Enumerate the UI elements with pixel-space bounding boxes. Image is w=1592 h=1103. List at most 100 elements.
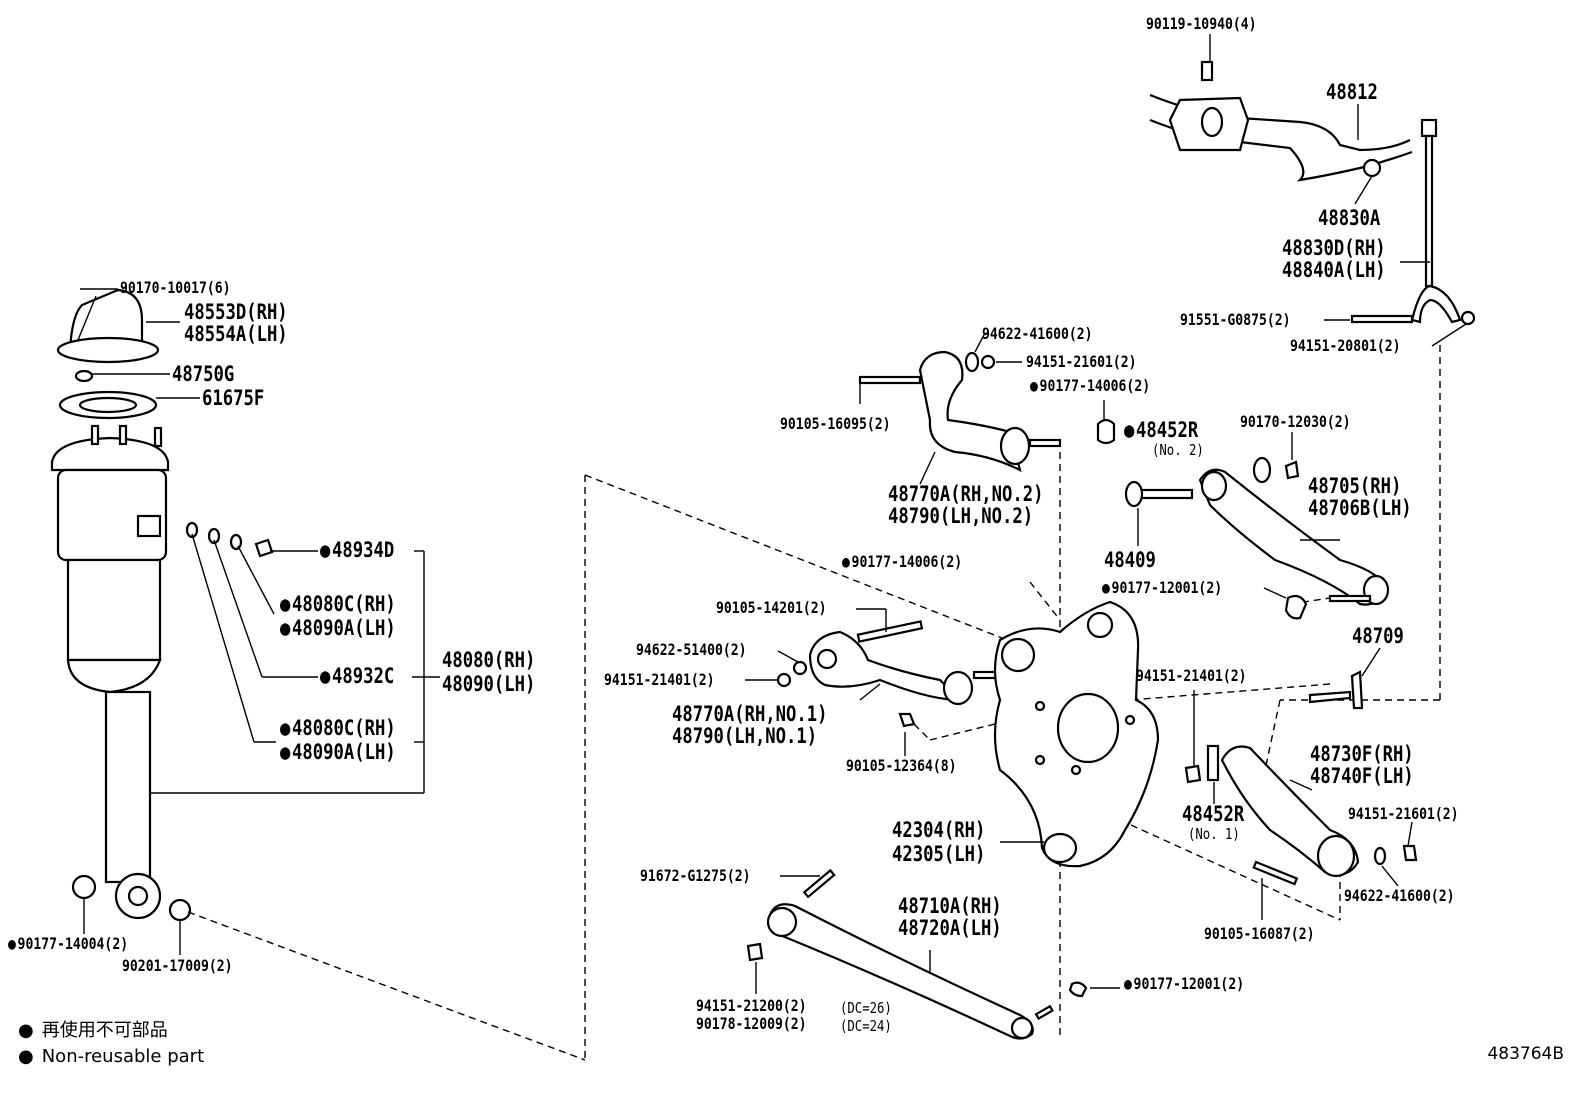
label-larm-washer: 94622-41600(2) — [1344, 886, 1455, 905]
cam-plate-b-part — [1206, 744, 1220, 782]
knuckle-lower-boss — [1042, 832, 1078, 864]
label-stab-bar: 48812 — [1326, 80, 1378, 104]
trail-bolt2-part — [1034, 1004, 1054, 1021]
trail-nut-part — [746, 942, 764, 962]
uarm1-washer-part — [792, 660, 808, 676]
label-trail-nut2: 90178-12009(2) — [696, 1014, 807, 1033]
label-low-nut: 94151-21401(2) — [1136, 666, 1247, 685]
valve-block — [136, 514, 162, 538]
label-oring1-lh: 48090A(LH) — [280, 616, 396, 640]
label-abs-washer: 90201-17009(2) — [122, 956, 233, 975]
link-nut-part — [1460, 310, 1476, 326]
label-uarm2-nut2: 90177-14006(2) — [1030, 376, 1151, 396]
label-uarm2-rh: 48770A(RH,NO.2) — [888, 482, 1044, 506]
trail-bolt-part — [802, 868, 836, 899]
trail-leader-lines — [755, 875, 1120, 994]
trailing-arm-bushing-2 — [1010, 1016, 1034, 1040]
label-stab-link-rh: 48830D(RH) — [1282, 236, 1386, 260]
uarm1-hole — [816, 648, 838, 670]
label-larm-nut: 94151-21601(2) — [1348, 804, 1459, 823]
stabilizer-bar — [1149, 60, 1476, 326]
cam-plate-part — [1252, 456, 1272, 484]
knuckle — [993, 600, 1160, 868]
bullet-dot-icon: ● — [18, 1020, 34, 1041]
trail-nut-far-part — [1068, 981, 1088, 998]
label-toe-nut: 90170-12030(2) — [1240, 412, 1351, 431]
mount-cover-flange — [56, 336, 160, 364]
shock-absorber-assembly — [50, 288, 274, 922]
label-link-nut: 94151-20801(2) — [1290, 336, 1401, 355]
link-fork — [1410, 284, 1462, 324]
knuckle-hub-bore — [1056, 692, 1120, 764]
link-rod — [1424, 134, 1434, 288]
legend-en: ●Non-reusable part — [18, 1046, 204, 1068]
larm-nut-part — [1402, 844, 1418, 862]
uarm2-nut-part — [980, 354, 996, 370]
legend-jp: ●再使用不可部品 — [18, 1020, 168, 1042]
upper-arm-no2-body — [918, 350, 1022, 473]
stab-leader-lines — [1209, 34, 1467, 347]
label-mount-cover-rh: 48553D(RH) — [184, 300, 288, 324]
bracket-part — [1308, 690, 1352, 704]
label-knuckle-nut: 90177-14006(2) — [842, 552, 963, 572]
label-trail-rh: 48710A(RH) — [898, 894, 1002, 918]
label-trail-nut1-dc: (DC=26) — [840, 999, 892, 1017]
oring2-part — [185, 521, 199, 539]
label-insulator: 61675F — [202, 386, 265, 410]
label-larm-rh: 48730F(RH) — [1310, 742, 1414, 766]
label-uarm1-lh: 48790(LH,NO.1) — [672, 724, 818, 748]
upper-arm-no1-bushing — [942, 670, 974, 706]
label-uarm2-bolt: 90105-16095(2) — [780, 414, 891, 433]
insulator-part — [58, 390, 158, 420]
label-link-bolt: 91551-G0875(2) — [1180, 310, 1291, 329]
label-trail-nut-far: 90177-12001(2) — [1124, 974, 1245, 994]
ring-part — [207, 527, 221, 545]
label-mount-cover-lh: 48554A(LH) — [184, 322, 288, 346]
lower-arm-bushing — [1316, 834, 1356, 878]
uarm2-bolt2-part — [1028, 438, 1062, 448]
toe-bolt2-part — [1328, 594, 1372, 603]
low-nut-part — [1184, 764, 1202, 784]
trailing-arm-body — [768, 903, 1034, 1040]
label-uarm1-nut: 94151-21401(2) — [604, 670, 715, 689]
label-stab-link-lh: 48840A(LH) — [1282, 258, 1386, 282]
uarm1-bolt-part — [856, 620, 924, 643]
label-toe-arm-rh: 48705(RH) — [1308, 474, 1402, 498]
label-stab-bushing: 48830A — [1318, 206, 1381, 230]
label-knuckle-lh: 42305(LH) — [892, 842, 986, 866]
stab-bushing-hole — [1200, 106, 1224, 138]
upper-arm-no2-bushing — [999, 426, 1031, 466]
toe-arm-bushing-1 — [1200, 470, 1228, 502]
label-uarm2-washer: 94622-41600(2) — [982, 324, 1093, 343]
oring1-part — [229, 533, 243, 551]
label-stab-bolt: 90119-10940(4) — [1146, 14, 1257, 33]
label-abs-nut: 90177-14004(2) — [8, 934, 129, 954]
label-uarm1-rh: 48770A(RH,NO.1) — [672, 702, 828, 726]
stud-2 — [118, 424, 128, 446]
toe-nut2-part — [1284, 594, 1308, 620]
label-knuckle-rh: 42304(RH) — [892, 818, 986, 842]
lower-arm — [1184, 670, 1418, 886]
label-larm-lh: 48740F(LH) — [1310, 764, 1414, 788]
label-trail-lh: 48720A(LH) — [898, 916, 1002, 940]
shock-leader-lines — [77, 288, 586, 1061]
stab-bushing-part — [1362, 158, 1382, 178]
stud-3 — [153, 426, 163, 448]
label-oring2-rh: 48080C(RH) — [280, 716, 396, 740]
label-cam-plate: 48452R — [1124, 418, 1198, 442]
bullet-dot-icon: ● — [18, 1046, 34, 1067]
label-uarm2-lh: 48790(LH,NO.2) — [888, 504, 1034, 528]
bleeder-part — [254, 538, 274, 558]
label-cam-plate-b: 48452R — [1182, 802, 1245, 826]
label-cam-plate-no1: (No. 1) — [1188, 825, 1240, 843]
uarm1-nut-part — [776, 672, 792, 688]
label-ring: 48932C — [320, 664, 394, 688]
air-spring-lower — [66, 558, 162, 662]
label-cam-bolt: 48409 — [1104, 548, 1156, 572]
upper-arm-no1 — [776, 620, 1000, 728]
label-knuckle-bolt: 90105-12364(8) — [846, 756, 957, 775]
bumper-part — [74, 369, 94, 383]
trailing-arm — [746, 868, 1088, 1040]
